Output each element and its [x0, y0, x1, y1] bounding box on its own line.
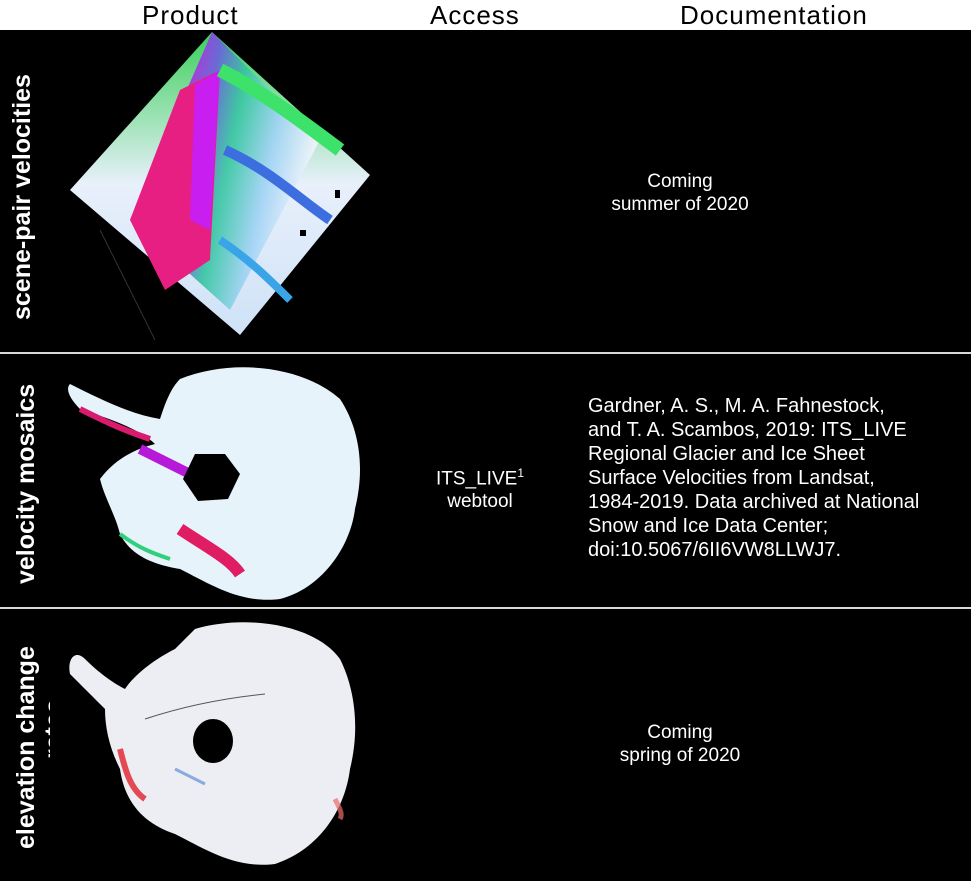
doc-line: Gardner, A. S., M. A. Fahnestock, — [588, 395, 885, 417]
doc-line: Surface Velocities from Landsat, — [588, 467, 875, 489]
row-label-cut: rates — [40, 699, 50, 759]
row-divider — [0, 352, 971, 354]
row-elevation-change: elevation change rates Coming spring of … — [0, 609, 971, 881]
row-scene-pair: scene-pair velocities — [0, 30, 971, 352]
row-velocity-mosaics: velocity mosaics ITS_LIVE1 webtool Gardn… — [0, 354, 971, 607]
doc-line: Snow and Ice Data Center; — [588, 515, 829, 537]
header-product: Product — [142, 0, 239, 30]
header-documentation: Documentation — [680, 0, 868, 30]
velocity-mosaic-map — [68, 367, 360, 600]
access-line: webtool — [447, 491, 513, 513]
row-label: elevation change — [12, 646, 40, 849]
doc-coming-spring: Coming spring of 2020 — [560, 721, 800, 767]
doc-line: spring of 2020 — [619, 745, 741, 766]
scene-pair-velocity-map — [70, 32, 370, 341]
doc-line: and T. A. Scambos, 2019: ITS_LIVE — [588, 419, 907, 441]
access-its-live-webtool[interactable]: ITS_LIVE1 webtool — [400, 462, 560, 513]
doc-line: summer of 2020 — [611, 194, 749, 215]
doc-line: doi:10.5067/6II6VW8LLWJ7. — [588, 539, 842, 561]
row-label: velocity mosaics — [12, 383, 40, 584]
doc-coming-summer: Coming summer of 2020 — [560, 170, 800, 216]
header-access: Access — [430, 0, 520, 30]
doc-line: Coming — [647, 171, 713, 192]
doc-line: Coming — [647, 722, 713, 743]
footnote-marker: 1 — [517, 466, 524, 480]
row-label: scene-pair velocities — [8, 74, 36, 320]
elevation-change-map — [69, 622, 356, 865]
doc-line: Regional Glacier and Ice Sheet — [588, 443, 865, 465]
table-header: Product Access Documentation — [0, 0, 971, 30]
doc-citation: Gardner, A. S., M. A. Fahnestock, and T.… — [588, 394, 968, 562]
doc-line: 1984-2019. Data archived at National — [588, 491, 920, 513]
access-line: ITS_LIVE1 — [435, 466, 524, 490]
row-divider — [0, 607, 971, 609]
